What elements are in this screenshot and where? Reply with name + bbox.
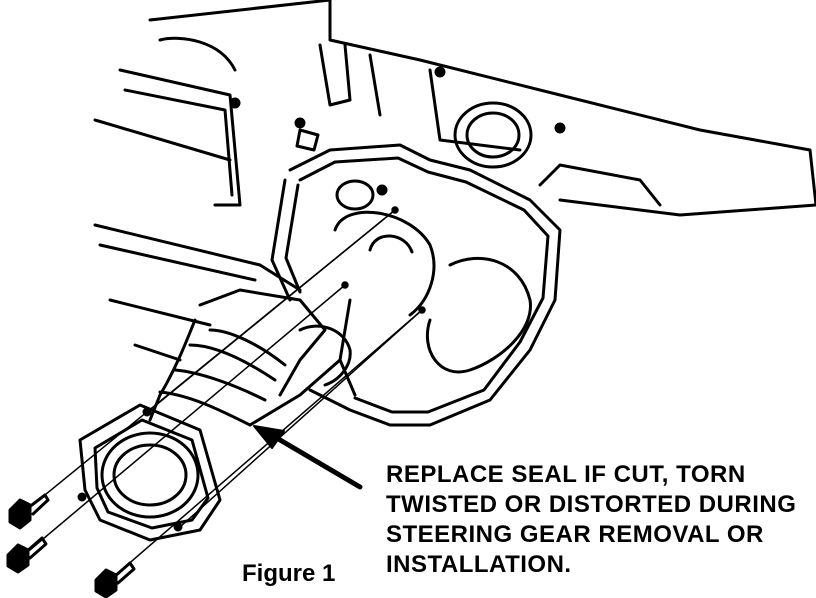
callout-text-line: TWISTED OR DISTORTED DURING [386, 491, 797, 518]
bolt-icon [8, 493, 50, 530]
alignment-lines [23, 206, 426, 581]
seal-flange [77, 403, 222, 542]
figure-caption: Figure 1 [242, 560, 336, 587]
callout-text-line: INSTALLATION. [386, 551, 572, 578]
mounting-plate [270, 143, 562, 427]
bolt-icon [94, 561, 136, 598]
callout-text-line: STEERING GEAR REMOVAL OR [386, 521, 764, 548]
body-panel [93, 0, 816, 362]
callout-text-line: REPLACE SEAL IF CUT, TORN [386, 461, 746, 488]
callout-arrow [253, 425, 363, 490]
bolt-icon [6, 536, 48, 574]
steering-seal [148, 288, 352, 427]
